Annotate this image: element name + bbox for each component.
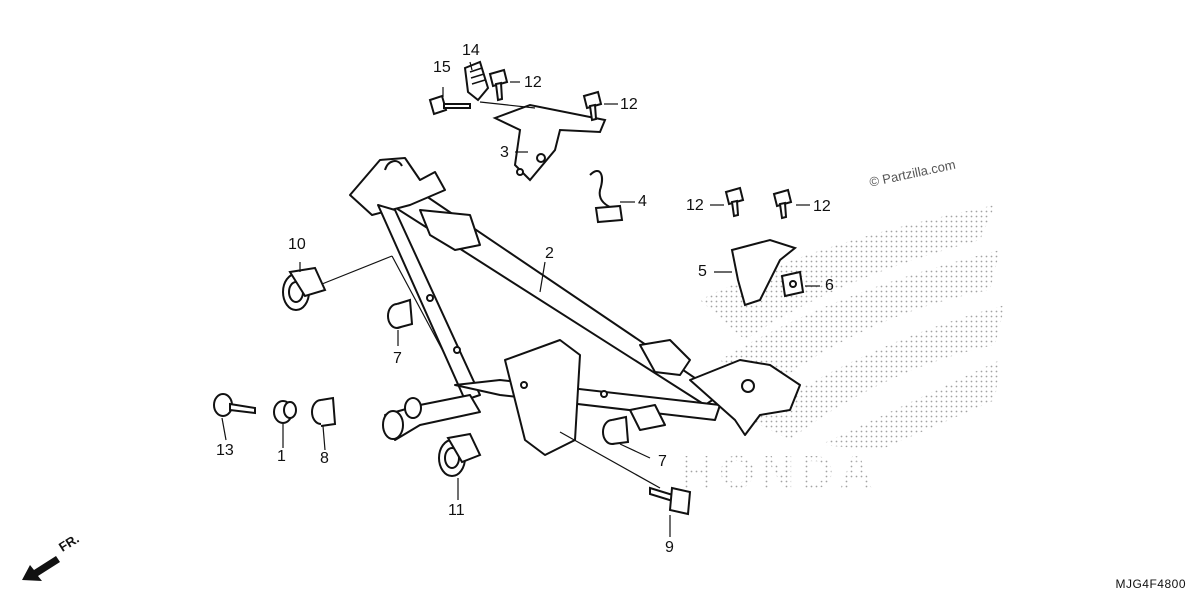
callout-9: 9 <box>665 539 674 556</box>
callout-11: 11 <box>448 502 465 519</box>
callout-7: 7 <box>658 453 667 470</box>
callout-2: 2 <box>545 245 554 262</box>
callout-1: 1 <box>277 448 286 465</box>
bolt-part-12-c <box>724 186 745 218</box>
callout-12: 12 <box>813 198 831 215</box>
bolt-part-12-b <box>582 90 603 122</box>
honda-logo-text: HONDA <box>680 446 879 498</box>
rubber-part-7-a <box>387 298 414 329</box>
callout-5: 5 <box>698 263 707 280</box>
collar-part-1 <box>273 400 297 424</box>
drawing-code: MJG4F4800 <box>1115 577 1186 591</box>
callout-12: 12 <box>686 197 704 214</box>
callout-15: 15 <box>433 59 451 76</box>
callout-13: 13 <box>216 442 234 459</box>
bracket-part-3 <box>492 103 607 182</box>
bracket-part-5 <box>730 238 798 307</box>
rubber-part-8 <box>311 396 337 427</box>
front-arrow-icon <box>22 556 60 581</box>
callout-14: 14 <box>462 42 480 59</box>
callout-10: 10 <box>288 236 306 253</box>
clamp-part-11 <box>438 432 482 477</box>
bolt-part-12-a <box>488 68 509 102</box>
clip-part-14 <box>463 60 490 102</box>
wire-part-4 <box>589 170 624 224</box>
bolt-part-9 <box>649 486 692 516</box>
honda-wing-logo: HONDA <box>680 205 1005 498</box>
callout-6: 6 <box>825 277 834 294</box>
bolt-part-13 <box>213 393 256 417</box>
callout-12: 12 <box>620 96 638 113</box>
nut-part-6 <box>780 270 805 298</box>
callout-4: 4 <box>638 193 647 210</box>
bolt-part-12-d <box>772 188 793 220</box>
bolt-part-15 <box>428 94 471 116</box>
callout-12: 12 <box>524 74 542 91</box>
callout-7: 7 <box>393 350 402 367</box>
clamp-part-10 <box>282 266 327 311</box>
leader-lines <box>221 61 820 537</box>
callout-3: 3 <box>500 144 509 161</box>
callout-8: 8 <box>320 450 329 467</box>
rubber-part-7-b <box>602 415 630 445</box>
